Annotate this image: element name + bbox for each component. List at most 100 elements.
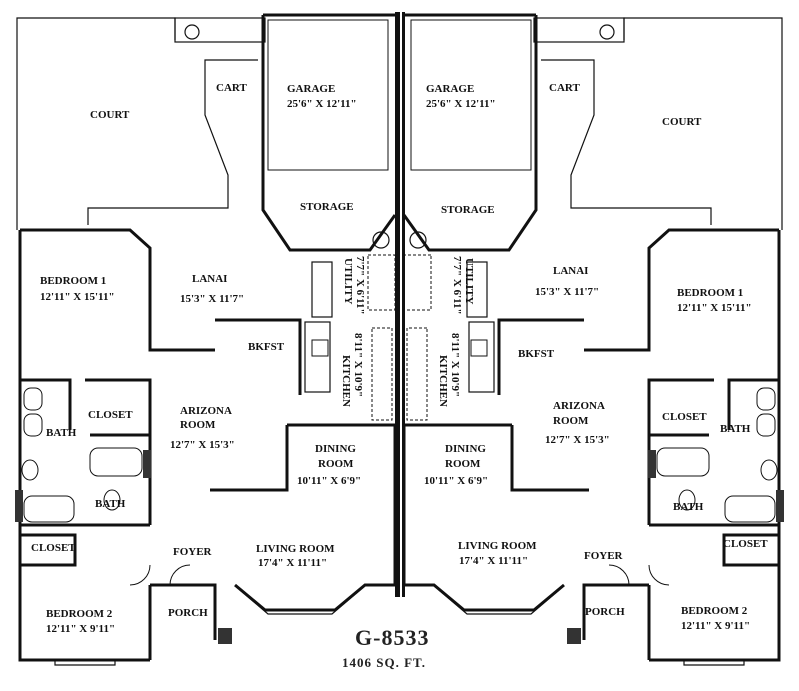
bath1-label: BATH xyxy=(46,427,77,439)
porch-label: PORCH xyxy=(585,606,625,618)
lanai-wall-left xyxy=(215,318,302,395)
garage-label: GARAGE xyxy=(426,83,474,95)
bedroom2-label: BEDROOM 2 xyxy=(46,608,113,620)
dining-dim: 10'11" X 6'9" xyxy=(297,475,361,487)
arizona-label-2: ROOM xyxy=(553,415,589,427)
tub-left-2 xyxy=(23,495,75,523)
toilet-left-2 xyxy=(103,489,121,511)
living-window-right xyxy=(438,589,560,615)
plan-area: 1406 SQ. FT. xyxy=(342,655,426,670)
court-label: COURT xyxy=(662,116,702,128)
wall-hatch-left-2 xyxy=(143,450,151,478)
closet-wall-left xyxy=(20,378,152,525)
utility-label: UTILITY xyxy=(463,258,475,305)
garage-dim: 25'6" X 12'11" xyxy=(287,98,357,110)
bedroom2-door-left xyxy=(129,564,151,586)
sink-right-1 xyxy=(756,387,776,411)
bedroom1-label: BEDROOM 1 xyxy=(40,275,106,287)
cart-label: CART xyxy=(549,82,580,94)
garage-label: GARAGE xyxy=(287,83,335,95)
cart-path-left xyxy=(87,59,258,225)
dining-label: DINING xyxy=(445,443,486,455)
closet1-label: CLOSET xyxy=(662,411,707,423)
bedroom2-dim: 12'11" X 9'11" xyxy=(681,620,750,632)
bath-wall-right xyxy=(649,433,779,527)
utility-dim: 7'7" X 6'11" xyxy=(354,256,366,315)
toilet-left-1 xyxy=(21,459,39,481)
right-labels: COURT CART GARAGE 25'6" X 12'11" STORAGE… xyxy=(424,82,768,632)
storage-label: STORAGE xyxy=(300,201,354,213)
water-heater-left xyxy=(184,24,200,40)
bedroom2-window-left xyxy=(54,660,116,666)
kitchen-dim: 8'11" X 10'9" xyxy=(352,333,364,397)
bedroom1-dim: 12'11" X 15'11" xyxy=(40,291,115,303)
closet-wall-right xyxy=(647,378,779,525)
right-unit xyxy=(402,13,784,666)
arizona-label-2: ROOM xyxy=(180,419,216,431)
lanai-wall-right xyxy=(497,318,584,395)
tub-right-1 xyxy=(656,447,710,477)
plan-model: G-8533 xyxy=(355,625,429,650)
closet2-wall-left xyxy=(20,533,77,567)
counter-left xyxy=(304,321,331,393)
lanai-label: LANAI xyxy=(192,273,227,285)
bath2-label: BATH xyxy=(95,498,126,510)
living-bay-left xyxy=(234,583,395,612)
tank-right xyxy=(409,231,427,249)
cart-path-right xyxy=(541,59,712,225)
bath2-label: BATH xyxy=(673,501,704,513)
arizona-dim: 12'7" X 15'3" xyxy=(545,434,610,446)
kitchen-cabinets-left xyxy=(367,254,396,421)
garage-dim: 25'6" X 12'11" xyxy=(426,98,496,110)
bedroom2-window-right xyxy=(683,660,745,666)
bedroom1-wall-left xyxy=(20,228,215,352)
left-unit xyxy=(15,13,397,666)
kitchen-label: KITCHEN xyxy=(340,355,352,407)
living-label: LIVING ROOM xyxy=(256,543,335,555)
arizona-label: ARIZONA xyxy=(180,405,232,417)
garage-door-right xyxy=(410,19,532,171)
left-labels: COURT CART GARAGE 25'6" X 12'11" STORAGE… xyxy=(31,82,366,635)
tub-left-1 xyxy=(89,447,143,477)
court-wall-right xyxy=(623,17,783,230)
living-label: LIVING ROOM xyxy=(458,540,537,552)
garage-wall-left xyxy=(261,13,397,252)
kitchen-label: KITCHEN xyxy=(437,355,449,407)
porch-label: PORCH xyxy=(168,607,208,619)
utility-label: UTILITY xyxy=(342,258,354,305)
porch-column-left xyxy=(218,628,232,644)
closet2-label: CLOSET xyxy=(723,538,768,550)
dining-label: DINING xyxy=(315,443,356,455)
foyer-label: FOYER xyxy=(584,550,624,562)
cart-label: CART xyxy=(216,82,247,94)
party-wall xyxy=(395,12,400,597)
porch-column-right xyxy=(567,628,581,644)
toilet-right-1 xyxy=(760,459,778,481)
living-window-left xyxy=(239,589,361,615)
garage-entry-left xyxy=(174,17,266,43)
sink-kitchen-left xyxy=(311,339,329,357)
porch-wall-right xyxy=(582,583,651,660)
bath-wall-left xyxy=(20,433,150,527)
bkfst-label: BKFST xyxy=(248,341,285,353)
sink-left-1 xyxy=(23,387,43,411)
sink-right-2 xyxy=(756,413,776,437)
sink-left-2 xyxy=(23,413,43,437)
kitchen-cabinets-right xyxy=(403,254,432,421)
living-dim: 17'4" X 11'11" xyxy=(258,557,327,569)
utility-dim: 7'7" X 6'11" xyxy=(451,256,463,315)
bedroom1-wall-right xyxy=(584,228,779,352)
sink-kitchen-right xyxy=(470,339,488,357)
dining-label-2: ROOM xyxy=(445,458,481,470)
court-label: COURT xyxy=(90,109,130,121)
closet1-label: CLOSET xyxy=(88,409,133,421)
bedroom1-dim: 12'11" X 15'11" xyxy=(677,302,752,314)
bedroom2-label: BEDROOM 2 xyxy=(681,605,748,617)
west-wall-left xyxy=(18,230,150,662)
bedroom2-door-right xyxy=(648,564,670,586)
storage-label: STORAGE xyxy=(441,204,495,216)
toilet-right-2 xyxy=(678,489,696,511)
closet2-label: CLOSET xyxy=(31,542,76,554)
